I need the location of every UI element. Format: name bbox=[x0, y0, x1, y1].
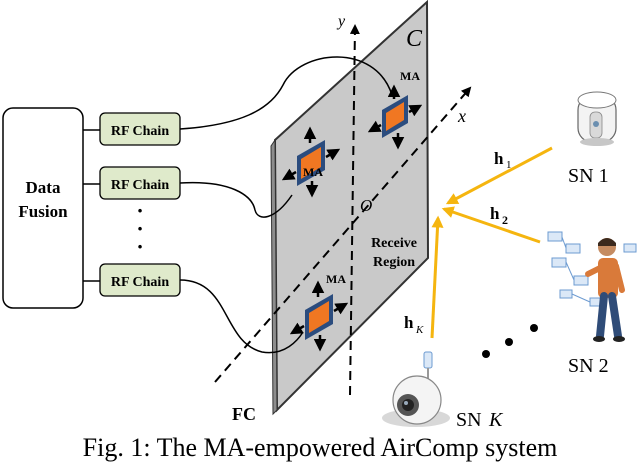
x-axis bbox=[214, 86, 472, 383]
ma-label-1: MA bbox=[400, 69, 420, 83]
origin-label: O bbox=[360, 196, 372, 215]
rf-chain-2: RF Chain bbox=[83, 166, 181, 200]
snk-label: SN K bbox=[456, 409, 504, 431]
rf-chain-n-label: RF Chain bbox=[111, 275, 169, 290]
cables bbox=[179, 56, 393, 354]
figure-caption: Fig. 1: The MA-empowered AirComp system bbox=[82, 433, 558, 462]
data-fusion-block: Data Fusion bbox=[2, 107, 84, 309]
channel-label-k: h K bbox=[404, 313, 424, 336]
rf-chain-n: RF Chain bbox=[83, 263, 181, 297]
rf-chain-1-label: RF Chain bbox=[111, 124, 169, 139]
receive-region-label-line2: Region bbox=[373, 255, 415, 270]
ma-antenna-1 bbox=[367, 84, 423, 150]
signal-arrows bbox=[430, 146, 553, 339]
svg-text:·: · bbox=[136, 216, 143, 241]
svg-text:h: h bbox=[404, 313, 414, 332]
channel-label-2: h 2 bbox=[490, 204, 508, 227]
ma-label-2: MA bbox=[303, 165, 323, 179]
channel-label-1: h 1 bbox=[494, 149, 512, 171]
sn1-label: SN 1 bbox=[568, 165, 609, 187]
svg-text:K: K bbox=[488, 409, 504, 431]
rf-chain-2-label: RF Chain bbox=[111, 178, 169, 193]
rf-chain-1: RF Chain bbox=[83, 112, 181, 146]
receive-region-label-line1: Receive bbox=[371, 236, 417, 251]
panel-edge bbox=[270, 138, 278, 416]
ma-label-3: MA bbox=[326, 272, 346, 286]
person-icon bbox=[547, 231, 637, 342]
fc-label: FC bbox=[232, 404, 256, 424]
sensor-ellipsis bbox=[482, 324, 538, 358]
ma-antenna-3 bbox=[289, 280, 349, 352]
svg-text:SN: SN bbox=[456, 409, 482, 431]
surface-label: C bbox=[406, 26, 423, 52]
svg-text:K: K bbox=[415, 324, 424, 336]
data-fusion-label-line2: Fusion bbox=[18, 202, 68, 221]
svg-text:·: · bbox=[136, 234, 143, 259]
svg-text:h: h bbox=[490, 204, 500, 223]
svg-text:1: 1 bbox=[506, 159, 512, 171]
sn2-label: SN 2 bbox=[568, 355, 609, 377]
ma-antenna-2 bbox=[281, 126, 341, 198]
sensor-device-icon bbox=[577, 91, 617, 146]
svg-text:h: h bbox=[494, 149, 504, 168]
vertical-ellipsis: · · · bbox=[136, 198, 143, 259]
data-fusion-label-line1: Data bbox=[26, 178, 61, 197]
y-axis bbox=[349, 24, 360, 396]
y-axis-label: y bbox=[336, 13, 346, 30]
svg-text:2: 2 bbox=[502, 213, 508, 227]
svg-text:·: · bbox=[136, 198, 143, 223]
camera-icon bbox=[382, 351, 450, 427]
x-axis-label: x bbox=[457, 106, 466, 126]
